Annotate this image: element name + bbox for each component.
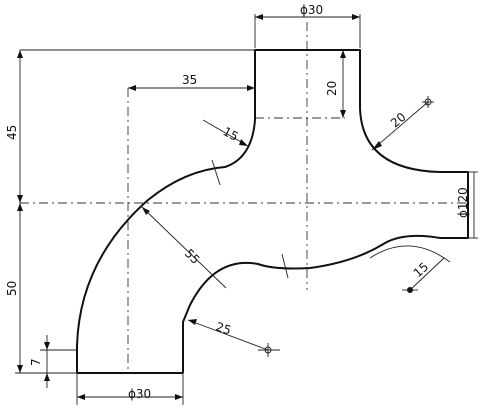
dimension-labels: ϕ30 35 20 20 15 ϕ120 55 25 15 45 50 7 ϕ3…	[5, 3, 470, 401]
dim-radius-bottom: 25	[214, 320, 233, 338]
dim-top-vertical: 20	[325, 81, 339, 96]
dim-left-small: 7	[29, 358, 43, 366]
dim-left-lower: 50	[5, 281, 19, 296]
left-outer-curve	[76, 119, 256, 373]
bottom-right-contour	[182, 234, 441, 373]
dim-bottom-diameter: ϕ30	[128, 387, 151, 401]
dim-top-horizontal: 35	[182, 73, 197, 87]
dimension-lines	[15, 14, 478, 405]
dim-radius-right: 15	[411, 260, 432, 281]
top-right-fillet	[359, 107, 441, 173]
centerlines	[20, 22, 468, 372]
dim-right-diameter: ϕ120	[456, 187, 470, 218]
right-port-face	[440, 171, 469, 239]
dim-radius-top-right: 20	[388, 110, 409, 131]
part-outline	[76, 49, 469, 374]
dim-radius-top-left: 15	[221, 124, 241, 144]
dim-top-diameter: ϕ30	[300, 3, 323, 17]
dim-left-upper: 45	[5, 125, 19, 140]
top-port-outline	[254, 49, 361, 120]
dim-radius-center: 55	[182, 246, 203, 267]
